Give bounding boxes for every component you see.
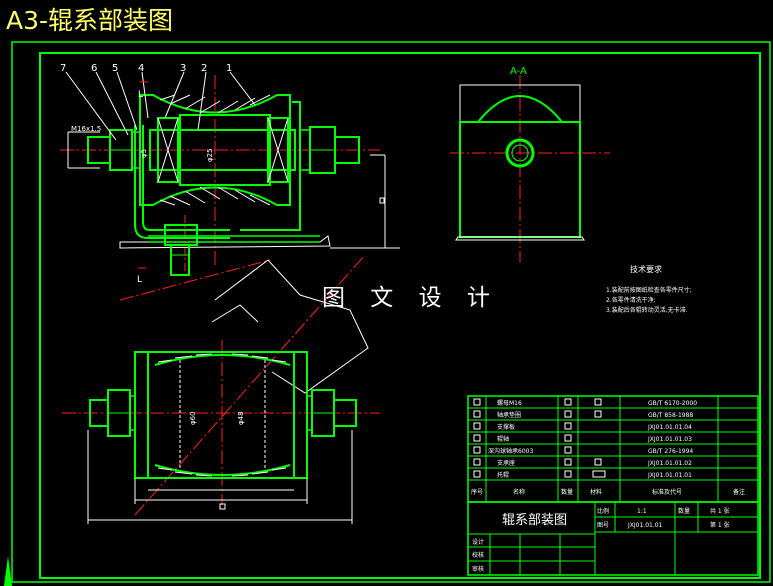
scale-value: 1:1 [637, 508, 647, 515]
bom-row-standard: JXJ01.01.01.01 [647, 472, 692, 479]
inner-border [39, 52, 761, 579]
bom-rows: 螺母M16 GB/T 6170-2000 轴承垫圈 GB/T 858-1988 … [471, 399, 745, 496]
watermark: 图 文 设 计 [322, 285, 499, 311]
bom-table [467, 395, 759, 503]
bom-row-standard: JXJ01.01.01.02 [647, 460, 692, 467]
dim-roll-outer: φ60 [189, 411, 197, 425]
callout-1: 1 [226, 63, 232, 74]
bom-row-name: 深沟球轴承6003 [488, 447, 533, 455]
dim-shaft-small: φ5 [140, 149, 148, 158]
bom-row-name: 支撑板 [497, 423, 515, 431]
bom-header-remark: 备注 [733, 488, 745, 496]
section-mark-top: L [138, 90, 143, 100]
callout-3: 3 [180, 63, 186, 74]
top-view [62, 254, 380, 524]
bom-header-material: 材料 [590, 488, 602, 496]
callout-4: 4 [138, 63, 144, 74]
code-label: 图号 [597, 522, 609, 529]
bom-row-name: 轴承垫圈 [497, 411, 521, 419]
tech-req-heading: 技术要求 [630, 264, 662, 274]
callout-5: 5 [112, 63, 118, 74]
bom-header-standard: 标准及代号 [652, 488, 682, 496]
tech-req-line-2: 2.各零件清洗干净; [606, 296, 656, 304]
dim-shaft-big: φ25 [206, 148, 214, 162]
check-label: 校核 [472, 551, 484, 559]
bom-row-standard: JXJ01.01.01.03 [647, 436, 692, 443]
title-block [467, 501, 759, 576]
callout-2: 2 [201, 63, 207, 74]
bom-row-name: 辊轴 [497, 435, 509, 443]
bom-row-name: 托辊 [497, 471, 509, 479]
bom-header-name: 名称 [513, 488, 525, 496]
section-label-aa: A-A [510, 66, 527, 77]
outer-border [11, 41, 771, 583]
bom-header-qty: 数量 [561, 488, 573, 496]
section-mark-bottom: L [137, 275, 142, 285]
scale-label: 比例 [597, 507, 609, 515]
sheet-title: A3-辊系部装图 [6, 6, 174, 35]
dim-thread: M16x1.5 [71, 125, 101, 133]
bom-header-no: 序号 [471, 488, 483, 496]
callout-7: 7 [60, 63, 66, 74]
sheet-total: 共 1 张 [710, 507, 730, 515]
approve-label: 审核 [472, 565, 484, 573]
qty-label: 数量 [678, 507, 690, 515]
bom-row-standard: GB/T 858-1988 [648, 412, 693, 419]
bom-row-standard: GB/T 276-1994 [648, 448, 693, 455]
callout-6: 6 [91, 63, 97, 74]
drawing-name: 辊系部装图 [502, 513, 567, 528]
tech-req-line-1: 1.装配前按图纸检查各零件尺寸; [606, 286, 692, 294]
bom-row-name: 支承座 [497, 459, 515, 467]
corner-arrow-icon [4, 556, 12, 586]
front-section-view [60, 71, 400, 276]
tech-req-line-3: 3.装配后各辊转动灵活,无卡滞. [606, 306, 688, 314]
bom-row-name: 螺母M16 [497, 399, 522, 407]
code-value: JXJ01.01.01 [627, 522, 663, 529]
design-label: 设计 [472, 538, 484, 546]
bom-row-standard: GB/T 6170-2000 [648, 400, 697, 407]
bom-row-standard: JXJ01.01.01.04 [647, 424, 692, 431]
dim-roll-inner: φ48 [237, 411, 245, 425]
side-view-aa [450, 75, 610, 262]
sheet-no: 第 1 张 [710, 521, 730, 529]
